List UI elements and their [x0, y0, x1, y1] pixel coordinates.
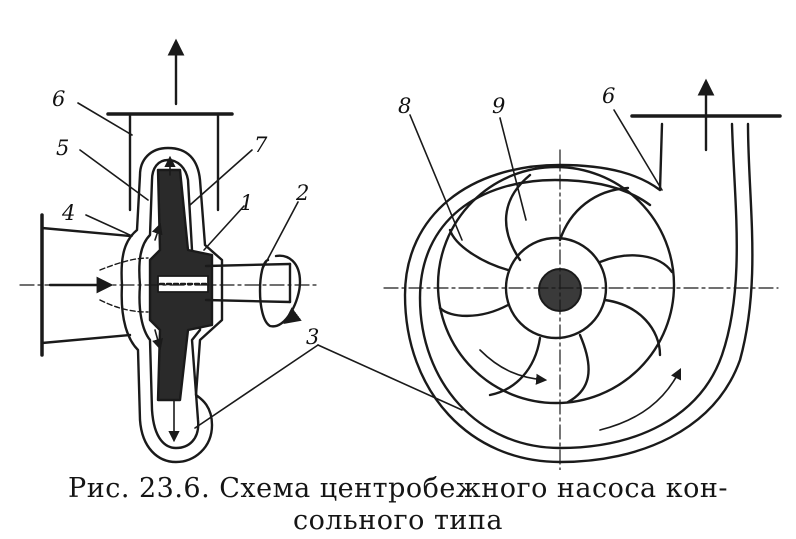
- shaft-bottom: [204, 298, 292, 304]
- label-7: 7: [254, 133, 268, 157]
- label-6-right: 6: [602, 84, 615, 108]
- label-1: 1: [240, 191, 253, 215]
- caption-line-1: Рис. 23.6. Схема центробежного насоса ко…: [68, 473, 728, 504]
- label-3: 3: [306, 325, 319, 349]
- shaft-top: [204, 262, 292, 268]
- label-5: 5: [56, 136, 69, 160]
- impeller-outer: [436, 165, 676, 405]
- label-2: 2: [295, 181, 309, 205]
- part-labels: 6 5 4 7 1 2 3 8 9 6: [52, 84, 615, 349]
- suction-upper: [40, 226, 132, 238]
- label-6-left: 6: [52, 87, 65, 111]
- label-4: 4: [61, 201, 75, 225]
- label-9: 9: [492, 94, 505, 118]
- section-view: [19, 38, 463, 464]
- suction-lower: [40, 333, 132, 345]
- label-8: 8: [398, 94, 411, 118]
- front-view: [383, 78, 782, 470]
- casing-outline: [120, 146, 224, 464]
- impeller-hub: [504, 236, 608, 340]
- pump-diagram: 6 5 4 7 1 2 3 8 9 6: [19, 38, 782, 470]
- volute-inner: [418, 122, 738, 450]
- caption-line-2: сольного типа: [293, 505, 503, 536]
- volute-outer: [403, 122, 754, 464]
